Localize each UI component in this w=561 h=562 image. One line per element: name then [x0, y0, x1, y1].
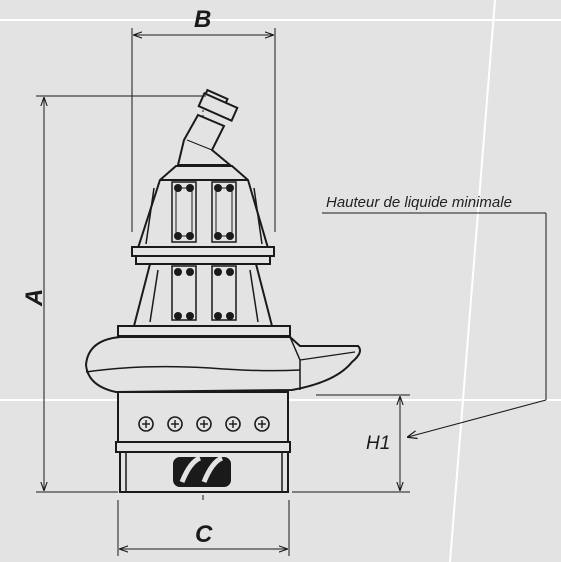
dimension-c	[117, 500, 290, 556]
dimension-b	[131, 28, 276, 232]
motor-upper	[136, 165, 270, 249]
dimension-c-label: C	[195, 521, 213, 548]
dimension-h1	[292, 394, 410, 493]
annotation-text: Hauteur de liquide minimale	[326, 194, 512, 211]
dimension-h1-label: H1	[366, 433, 390, 454]
discharge-elbow	[176, 88, 239, 166]
volute-housing	[84, 336, 361, 394]
motor-flange	[131, 246, 275, 257]
intake-opening	[173, 455, 231, 487]
annotation-leader	[322, 212, 547, 437]
motor-base-ring	[117, 325, 291, 337]
dimension-a	[36, 95, 206, 493]
dimension-a-label: A	[21, 289, 48, 307]
pump-body	[84, 88, 361, 493]
dimension-b-label: B	[194, 6, 211, 33]
bracket-bolts	[174, 184, 234, 320]
